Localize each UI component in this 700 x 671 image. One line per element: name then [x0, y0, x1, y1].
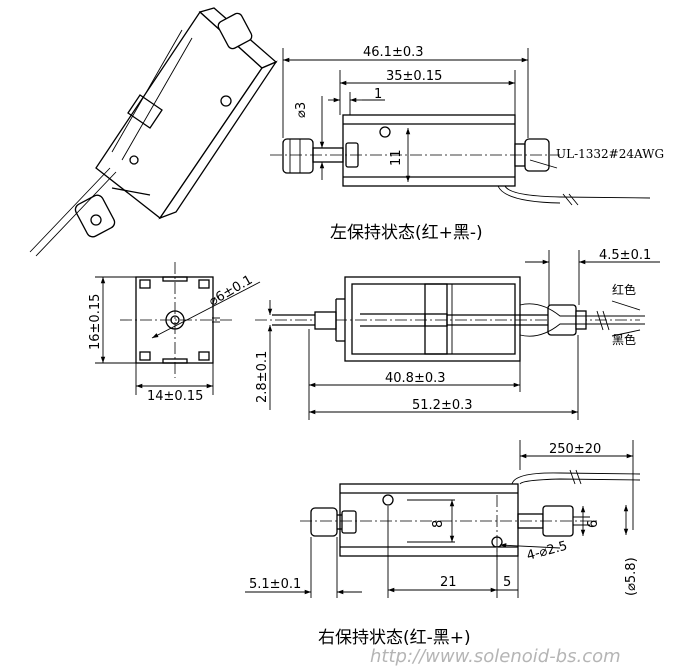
dim-outer-dia: (⌀5.8)	[624, 557, 639, 596]
dim-body-height: 16±0.15	[88, 294, 103, 350]
dim-hole-spacing: 8	[431, 520, 446, 528]
isometric-view	[29, 7, 278, 257]
dim-body-length-40: 40.8±0.3	[385, 371, 446, 386]
bottom-view: 250±20 8 6 4-⌀2.5 (⌀5.8) 5.1±0.1 21 5 右保…	[245, 440, 641, 648]
side-view: 红色 黑色 40.8±0.3 51.2±0.3 4.5±0.1 2.8±0.1	[255, 248, 660, 420]
dim-overall-length: 46.1±0.3	[363, 45, 424, 60]
dim-body-width: 14±0.15	[147, 389, 203, 404]
dim-tip-length: 4.5±0.1	[599, 248, 651, 263]
dim-shaft-dia: ⌀3	[294, 102, 309, 118]
top-view: 46.1±0.3 35±0.15 1 ⌀3 11 UL-1332#24AWG 左…	[270, 45, 664, 243]
wire-red-label: 红色	[612, 282, 636, 297]
dim-shaft-offset: 2.8±0.1	[255, 351, 270, 403]
dim-shaft-dia-6: ⌀6±0.1	[207, 273, 256, 310]
dim-wire-length: 250±20	[549, 442, 601, 457]
dim-total-length: 51.2±0.3	[412, 398, 473, 413]
end-view: 16±0.15 14±0.15 ⌀6±0.1	[88, 262, 261, 404]
dim-tip-dia: 6	[586, 520, 601, 528]
caption-right-holding: 右保持状态(红-黑+)	[318, 628, 471, 648]
wire-spec-label: UL-1332#24AWG	[556, 147, 664, 161]
dim-hole-pos: 21	[440, 575, 457, 590]
wire-black-label: 黑色	[612, 333, 636, 347]
dim-hole-edge: 5	[503, 575, 511, 590]
dim-holes: 4-⌀2.5	[525, 539, 569, 564]
dim-gap: 1	[374, 87, 382, 102]
caption-left-holding: 左保持状态(红+黑-)	[330, 223, 483, 243]
dim-shaft-ext: 5.1±0.1	[249, 577, 301, 592]
watermark: http://www.solenoid-bs.com	[370, 646, 621, 667]
dim-body-length: 35±0.15	[386, 69, 442, 84]
dim-height: 11	[389, 149, 404, 166]
